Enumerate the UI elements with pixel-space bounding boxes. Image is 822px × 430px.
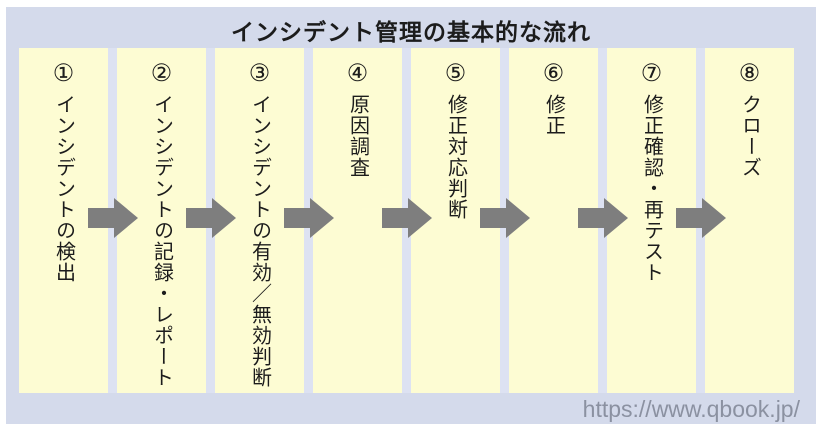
- step-number-badge: ④: [346, 60, 369, 87]
- source-url: https://www.qbook.jp/: [582, 396, 800, 422]
- step-number-badge: ①: [52, 60, 75, 87]
- step-label: 修正対応判断: [444, 94, 467, 221]
- step-label: 修正確認・再テスト: [640, 94, 663, 284]
- step-label: インシデントの検出: [52, 94, 75, 284]
- step-label: 修正: [542, 94, 565, 137]
- step-label: インシデントの記録・レポート: [150, 94, 173, 389]
- step-number-badge: ⑤: [444, 60, 467, 87]
- step-label: インシデントの有効／無効判断: [248, 94, 271, 389]
- step-number-badge: ②: [150, 60, 173, 87]
- step-number-badge: ⑦: [640, 60, 663, 87]
- step-number-badge: ③: [248, 60, 271, 87]
- diagram-panel: インシデント管理の基本的な流れ ① インシデントの検出 ② インシデントの記録・…: [6, 7, 816, 424]
- step-number-badge: ⑥: [542, 60, 565, 87]
- step-label: クローズ: [738, 94, 761, 179]
- step-label: 原因調査: [346, 94, 369, 179]
- diagram-title: インシデント管理の基本的な流れ: [231, 19, 591, 45]
- step-number-badge: ⑧: [738, 60, 761, 87]
